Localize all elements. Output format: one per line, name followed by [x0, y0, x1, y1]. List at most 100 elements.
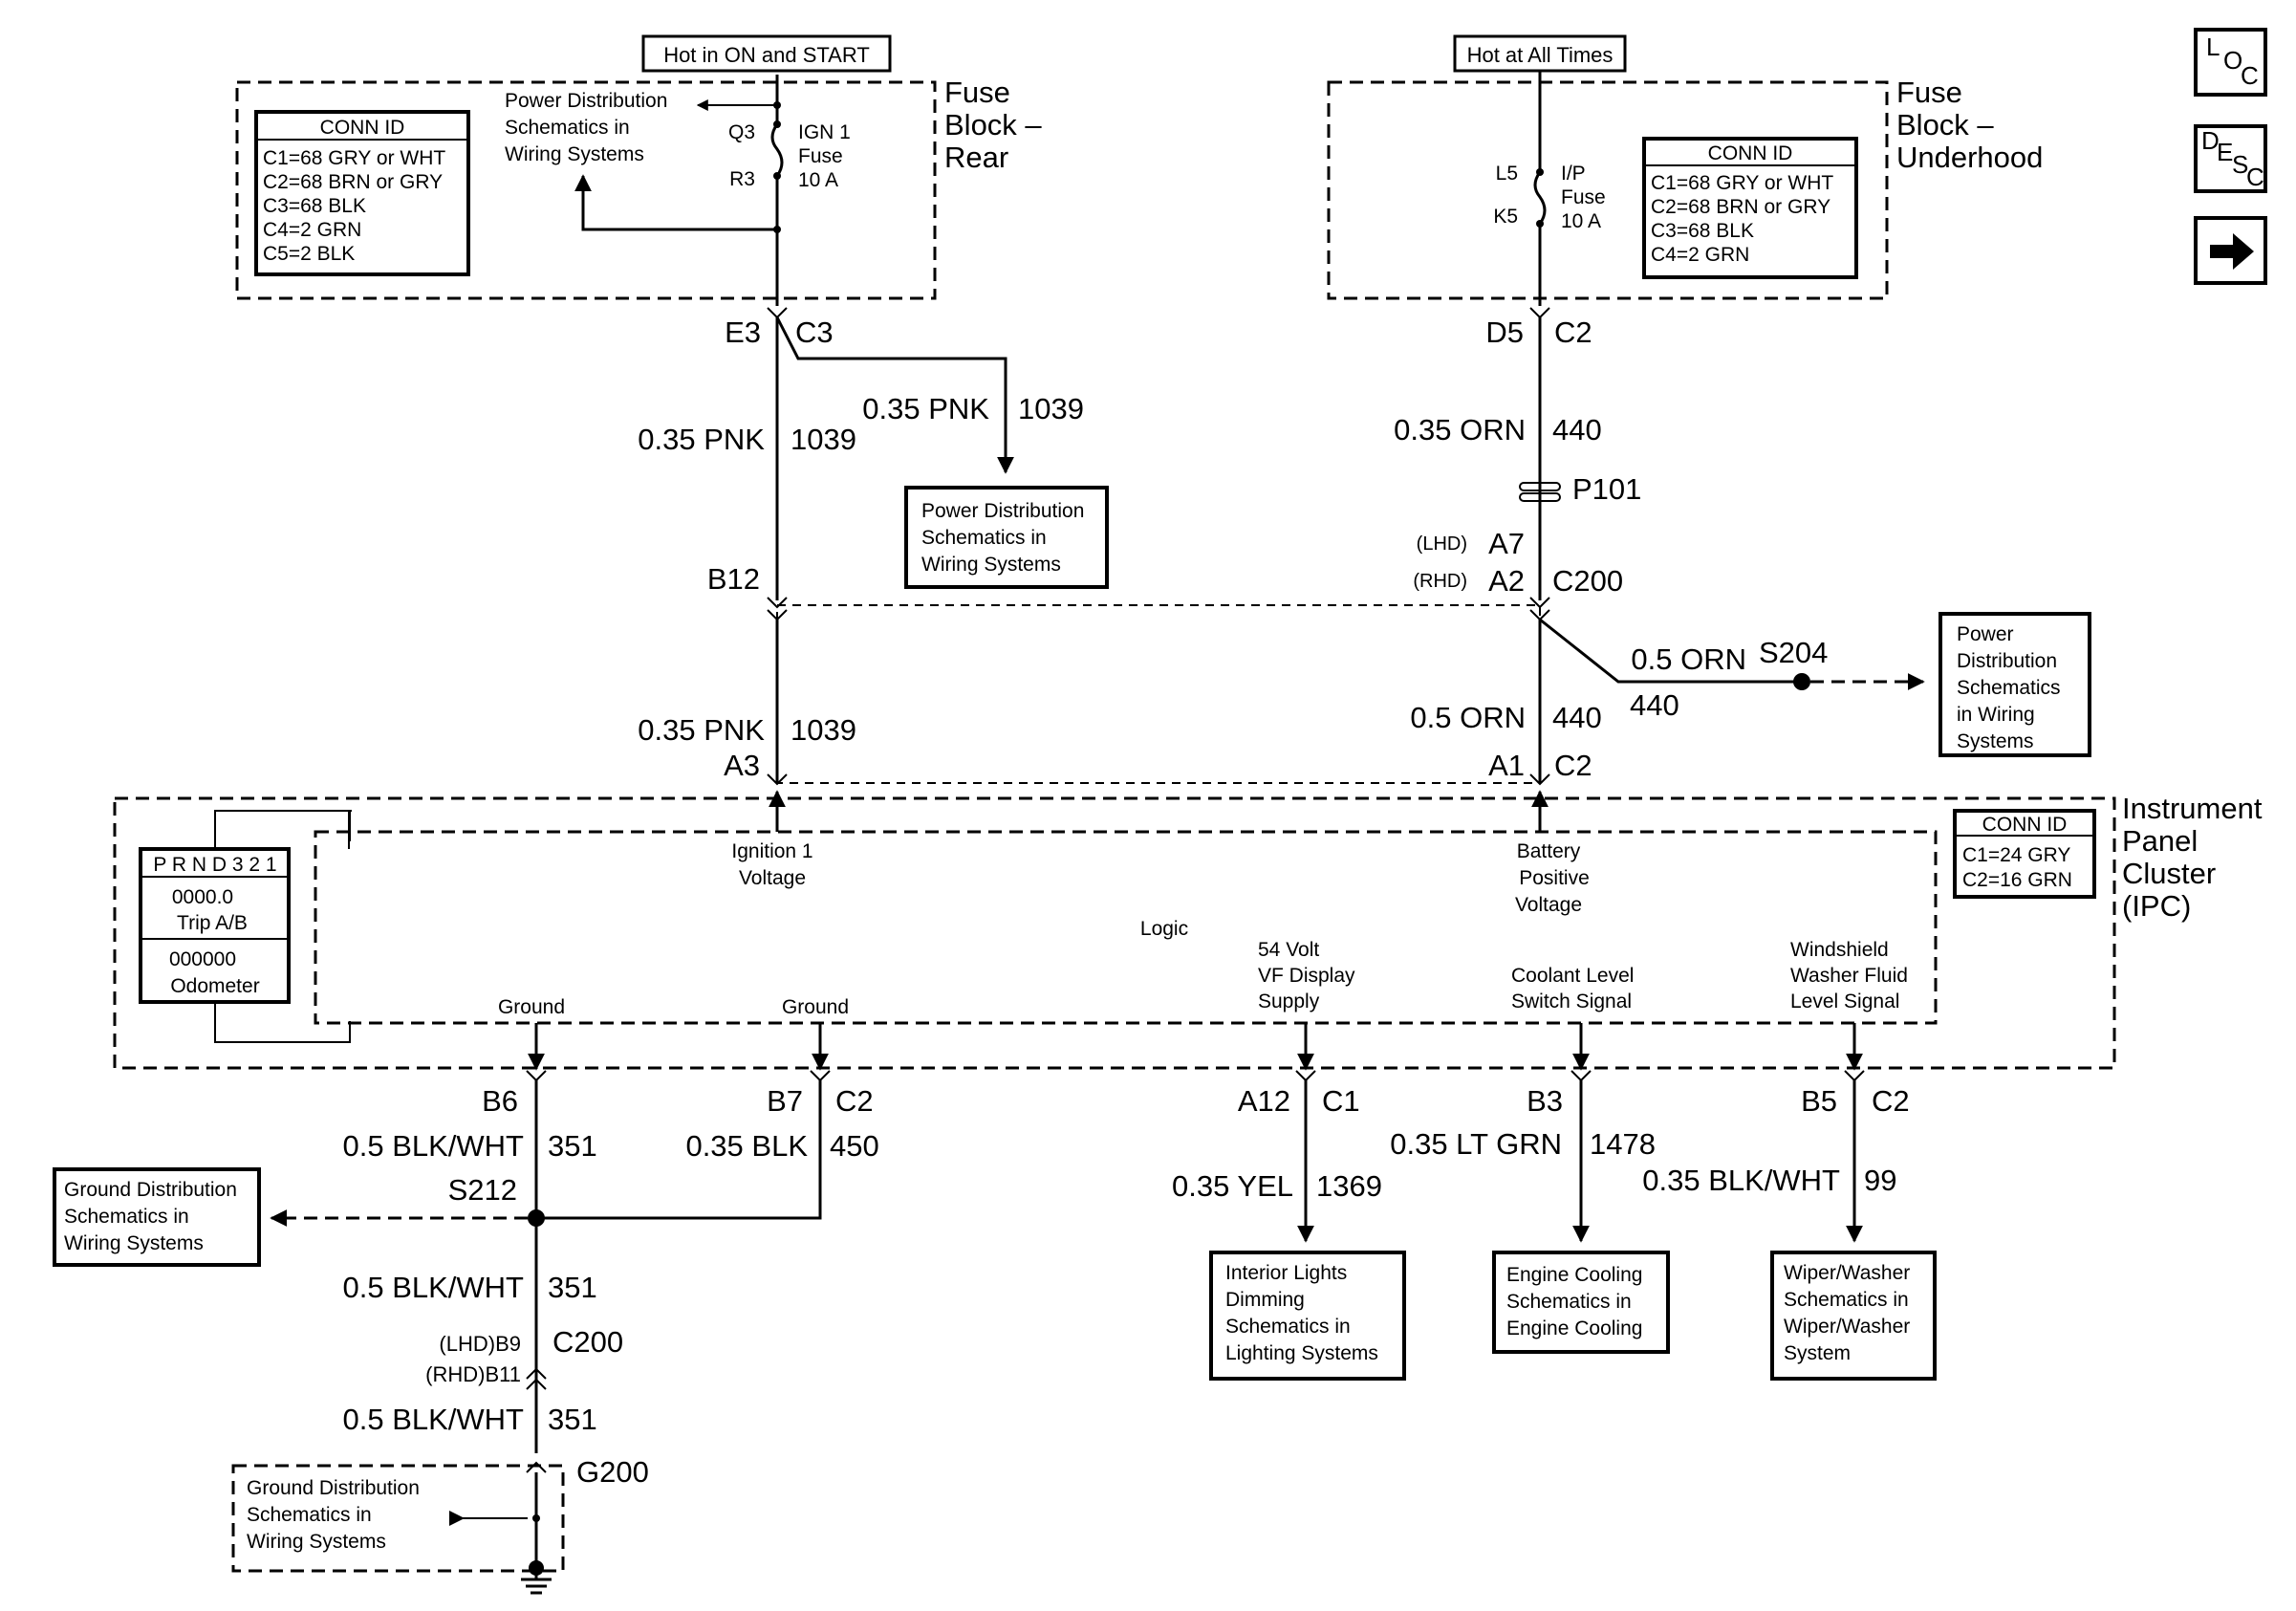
svg-text:0.5 BLK/WHT: 0.5 BLK/WHT	[343, 1403, 525, 1436]
svg-text:(LHD)B9: (LHD)B9	[439, 1332, 521, 1356]
s212-splice-icon	[528, 1209, 545, 1227]
svg-text:B12: B12	[707, 562, 760, 596]
svg-text:0.35 PNK: 0.35 PNK	[638, 713, 765, 747]
svg-text:B7: B7	[767, 1084, 803, 1118]
svg-text:450: 450	[830, 1129, 879, 1163]
svg-text:D5: D5	[1485, 316, 1524, 349]
svg-text:Trip A/B: Trip A/B	[177, 912, 248, 934]
signal-circuits: A12 C1 0.35 YEL 1369 B3 0.35 LT GRN 1478…	[1172, 1023, 1910, 1243]
svg-text:K5: K5	[1493, 206, 1518, 228]
svg-text:A7: A7	[1488, 527, 1525, 560]
p101-connector: P101	[1519, 472, 1641, 506]
ign1-fuse-icon	[770, 123, 784, 177]
svg-text:Hot at All Times: Hot at All Times	[1467, 43, 1614, 67]
svg-text:(RHD)B11: (RHD)B11	[425, 1362, 521, 1386]
svg-text:0.5 BLK/WHT: 0.5 BLK/WHT	[343, 1129, 525, 1163]
c200-harness-outline	[776, 604, 1541, 784]
svg-text:A3: A3	[724, 749, 760, 782]
svg-text:A2: A2	[1488, 564, 1525, 598]
svg-text:351: 351	[548, 1129, 597, 1163]
battery-circuit: D5 C2 0.35 ORN 440 P101 (LHD) A7 (RHD) A…	[1394, 307, 1925, 832]
svg-text:1478: 1478	[1590, 1127, 1656, 1161]
svg-text:1369: 1369	[1316, 1169, 1382, 1203]
svg-text:0.5 BLK/WHT: 0.5 BLK/WHT	[343, 1271, 525, 1304]
svg-text:0.35 PNK: 0.35 PNK	[638, 423, 765, 456]
svg-text:P101: P101	[1572, 472, 1641, 506]
svg-text:S212: S212	[448, 1173, 517, 1207]
svg-text:B3: B3	[1527, 1084, 1563, 1118]
desc-icon: DESC	[2201, 126, 2264, 191]
svg-text:G200: G200	[576, 1455, 649, 1489]
svg-text:E3: E3	[725, 316, 761, 349]
ground-circuit: B6 B7 C2 0.5 BLK/WHT 351 0.35 BLK 450 S2…	[231, 1023, 879, 1595]
svg-text:0.35 ORN: 0.35 ORN	[1394, 413, 1526, 446]
svg-text:99: 99	[1864, 1164, 1896, 1197]
svg-text:C200: C200	[552, 1325, 623, 1359]
svg-text:CONN ID: CONN ID	[1982, 814, 2068, 836]
desc-button[interactable]: DESC	[2194, 124, 2267, 193]
svg-text:C2: C2	[1554, 316, 1592, 349]
svg-text:C200: C200	[1552, 564, 1623, 598]
svg-text:S204: S204	[1759, 636, 1828, 669]
svg-text:0.35 PNK: 0.35 PNK	[862, 392, 989, 425]
svg-text:R3: R3	[729, 168, 755, 190]
svg-text:Logic: Logic	[1140, 918, 1188, 940]
svg-text:C2: C2	[1554, 749, 1592, 782]
svg-text:(LHD): (LHD)	[1417, 533, 1467, 555]
svg-text:Ground: Ground	[782, 996, 849, 1018]
svg-text:440: 440	[1630, 688, 1679, 722]
svg-text:440: 440	[1552, 701, 1602, 734]
svg-text:B5: B5	[1801, 1084, 1837, 1118]
svg-text:P R N D 3 2 1: P R N D 3 2 1	[153, 854, 276, 876]
svg-text:L5: L5	[1496, 163, 1518, 185]
s204-splice-icon	[1793, 673, 1810, 690]
svg-text:Ground: Ground	[498, 996, 565, 1018]
ground-symbol-icon	[521, 1568, 552, 1595]
svg-text:Odometer: Odometer	[170, 975, 259, 997]
hot-on-start-label: Hot in ON and START	[641, 34, 892, 73]
ipc-display: P R N D 3 2 1 0000.0 Trip A/B 000000 Odo…	[139, 810, 352, 1043]
hot-all-times-label: Hot at All Times	[1453, 34, 1627, 73]
svg-text:B6: B6	[482, 1084, 518, 1118]
svg-text:C2: C2	[835, 1084, 874, 1118]
svg-text:CONN ID: CONN ID	[1708, 142, 1793, 164]
arrow-right-icon	[2210, 233, 2254, 270]
svg-text:351: 351	[548, 1403, 597, 1436]
svg-text:0.5 ORN: 0.5 ORN	[1631, 642, 1746, 676]
ip-fuse-icon	[1533, 171, 1547, 225]
svg-text:0.35 YEL: 0.35 YEL	[1172, 1169, 1293, 1203]
next-button[interactable]	[2194, 216, 2267, 285]
svg-text:Q3: Q3	[728, 121, 755, 143]
